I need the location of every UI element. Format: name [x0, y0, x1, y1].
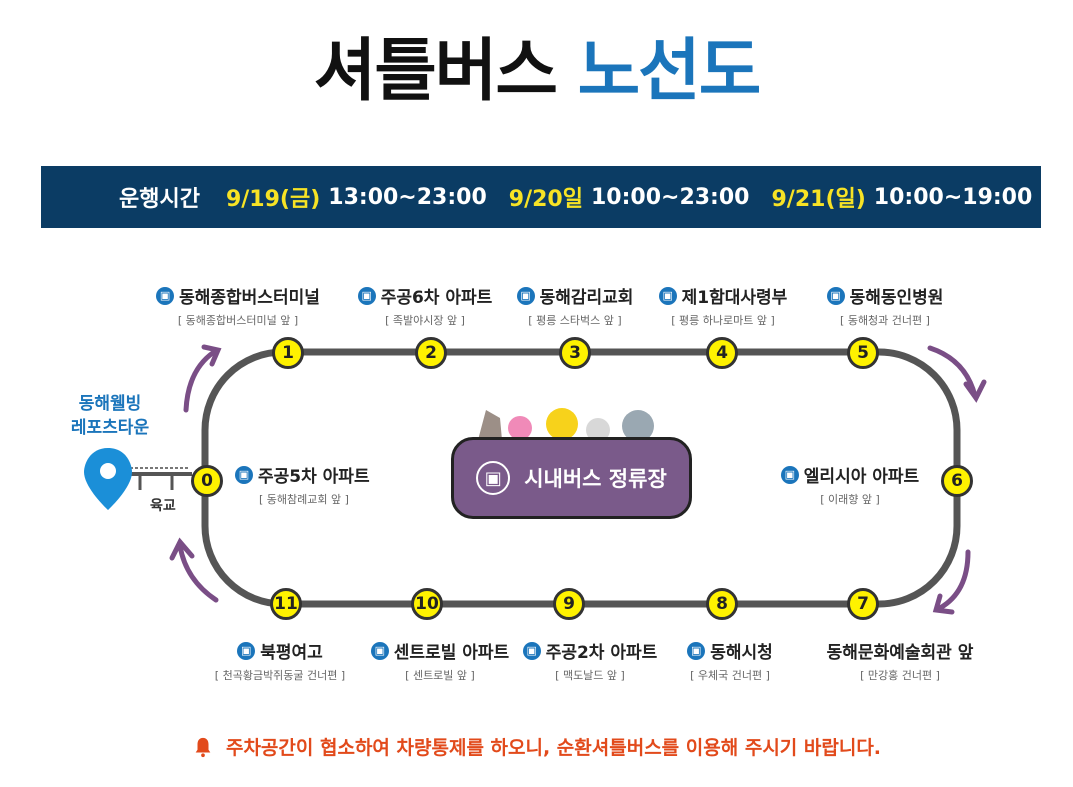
- stop-number-5: 5: [847, 337, 879, 369]
- hours-date-1: 9/19(금): [225, 187, 321, 212]
- stop-name: 센트로빌 아파트: [393, 643, 510, 663]
- hours-time-1: 13:00~23:00: [328, 184, 487, 210]
- stop-sub: [ 센트로빌 앞 ]: [405, 669, 475, 682]
- city-bus-stop-hub: ▣ 시내버스 정류장: [451, 437, 692, 519]
- bus-stop-icon: ▣: [235, 465, 253, 484]
- bus-stop-icon: ▣: [522, 641, 541, 660]
- stop-number-1: 1: [272, 337, 304, 369]
- notice-banner: 주차공간이 협소하여 차량통제를 하오니, 순환셔틀버스를 이용해 주시기 바랍…: [0, 733, 1073, 760]
- stop-number-9: 9: [553, 588, 585, 620]
- direction-arrows: [169, 344, 987, 615]
- stop-sub: [ 만강홍 건너편 ]: [860, 669, 940, 682]
- stop-name: 동해시청: [710, 643, 773, 663]
- stop-name: 동해종합버스터미널: [179, 288, 320, 308]
- stop-name: 주공2차 아파트: [545, 643, 658, 663]
- stop-number-8: 8: [706, 588, 738, 620]
- stop-1: ▣동해종합버스터미널 [ 동해종합버스터미널 앞 ]: [148, 283, 328, 328]
- bus-stop-icon: ▣: [357, 286, 376, 305]
- stop-8: ▣동해시청 [ 우체국 건너편 ]: [660, 638, 800, 683]
- stop-name: 동해동인병원: [849, 288, 944, 308]
- page-title: 셔틀버스 노선도: [0, 38, 1073, 106]
- location-pin-icon: [84, 448, 132, 510]
- stop-number-11: 11: [270, 588, 302, 620]
- stop-7: 동해문화예술회관 앞 [ 만강홍 건너편 ]: [800, 638, 1000, 683]
- hours-date-2: 9/20일: [508, 187, 583, 212]
- stop-sub: [ 동해청과 건너편 ]: [840, 314, 930, 327]
- direction-arrow-icon: [927, 345, 978, 399]
- notice-text: 주차공간이 협소하여 차량통제를 하오니, 순환셔틀버스를 이용해 주시기 바랍…: [225, 737, 882, 759]
- hours-time-2: 10:00~23:00: [590, 184, 750, 210]
- stop-number-7: 7: [847, 588, 879, 620]
- direction-arrow-icon: [183, 349, 217, 413]
- stop-name: 북평여고: [260, 643, 323, 663]
- stop-5: ▣동해동인병원 [ 동해청과 건너편 ]: [810, 283, 960, 328]
- stop-4: ▣제1함대사령부 [ 평릉 하나로마트 앞 ]: [648, 283, 798, 328]
- stop-name: 동해감리교회: [539, 288, 634, 308]
- stop-9: ▣주공2차 아파트 [ 맥도날드 앞 ]: [510, 638, 670, 683]
- stop-number-0: 0: [191, 465, 223, 497]
- stop-number-6: 6: [941, 465, 973, 497]
- stop-6: ▣엘리시아 아파트 [ 이래향 앞 ]: [770, 462, 930, 507]
- mascot-characters: [478, 408, 654, 442]
- title-part2: 노선도: [577, 32, 762, 111]
- bus-stop-icon: ▣: [687, 641, 706, 660]
- bus-stop-icon: ▣: [237, 641, 256, 660]
- bus-stop-icon: ▣: [370, 641, 389, 660]
- bridge-label: 육교: [150, 498, 176, 514]
- operating-hours-banner: 운행시간 9/19(금) 13:00~23:00 9/20일 10:00~23:…: [41, 166, 1041, 228]
- direction-arrow-icon: [177, 543, 219, 603]
- stop-number-3: 3: [559, 337, 591, 369]
- origin-label: 동해웰빙 레포츠타운: [60, 392, 160, 440]
- bus-stop-icon: ▣: [658, 286, 677, 305]
- direction-arrow-icon: [201, 344, 222, 367]
- direction-arrow-icon: [963, 379, 987, 403]
- stop-sub: [ 우체국 건너편 ]: [690, 669, 770, 682]
- stop-number-4: 4: [706, 337, 738, 369]
- stop-name: 주공6차 아파트: [380, 288, 493, 308]
- bell-icon: [195, 737, 211, 757]
- stop-2: ▣주공6차 아파트 [ 족발야시장 앞 ]: [350, 283, 500, 328]
- stop-0: ▣ 주공5차 아파트 [ 동해참례교회 앞 ]: [235, 462, 370, 507]
- bridge-icon: [122, 467, 192, 490]
- bus-stop-icon: ▣: [516, 286, 535, 305]
- bus-stop-icon: ▣: [156, 286, 175, 305]
- stop-sub: [ 천곡황금박쥐동굴 건너편 ]: [214, 669, 346, 682]
- hours-date-3: 9/21(일): [771, 187, 866, 212]
- hours-time-3: 10:00~19:00: [873, 184, 1033, 210]
- bus-stop-icon: ▣: [826, 286, 845, 305]
- hub-label: 시내버스 정류장: [524, 467, 667, 491]
- stop-name: 엘리시아 아파트: [803, 467, 920, 487]
- stop-name: 주공5차 아파트: [258, 467, 370, 487]
- stop-3: ▣동해감리교회 [ 평릉 스타벅스 앞 ]: [505, 283, 645, 328]
- stop-name: 동해문화예술회관 앞: [826, 643, 974, 663]
- stop-sub: [ 맥도날드 앞 ]: [555, 669, 625, 682]
- stop-number-2: 2: [415, 337, 447, 369]
- bus-icon: ▣: [476, 461, 511, 495]
- title-part1: 셔틀버스: [313, 32, 558, 111]
- stop-11: ▣북평여고 [ 천곡황금박쥐동굴 건너편 ]: [190, 638, 370, 683]
- origin-line1: 동해웰빙: [78, 394, 142, 414]
- origin-line2: 레포츠타운: [70, 418, 150, 438]
- stop-name: 제1함대사령부: [681, 288, 788, 308]
- stop-sub: [ 동해종합버스터미널 앞 ]: [177, 314, 299, 327]
- stop-number-10: 10: [411, 588, 443, 620]
- stop-sub: [ 이래향 앞 ]: [820, 493, 880, 506]
- stop-sub: [ 평릉 하나로마트 앞 ]: [671, 314, 775, 327]
- stop-sub: [ 동해참례교회 앞 ]: [259, 493, 349, 506]
- direction-arrow-icon: [932, 593, 955, 615]
- stop-sub: [ 족발야시장 앞 ]: [385, 314, 465, 327]
- stop-10: ▣센트로빌 아파트 [ 센트로빌 앞 ]: [360, 638, 520, 683]
- bus-stop-icon: ▣: [780, 465, 799, 484]
- stop-sub: [ 평릉 스타벅스 앞 ]: [528, 314, 622, 327]
- hours-label: 운행시간: [119, 187, 200, 212]
- direction-arrow-icon: [169, 537, 195, 561]
- direction-arrow-icon: [937, 549, 971, 611]
